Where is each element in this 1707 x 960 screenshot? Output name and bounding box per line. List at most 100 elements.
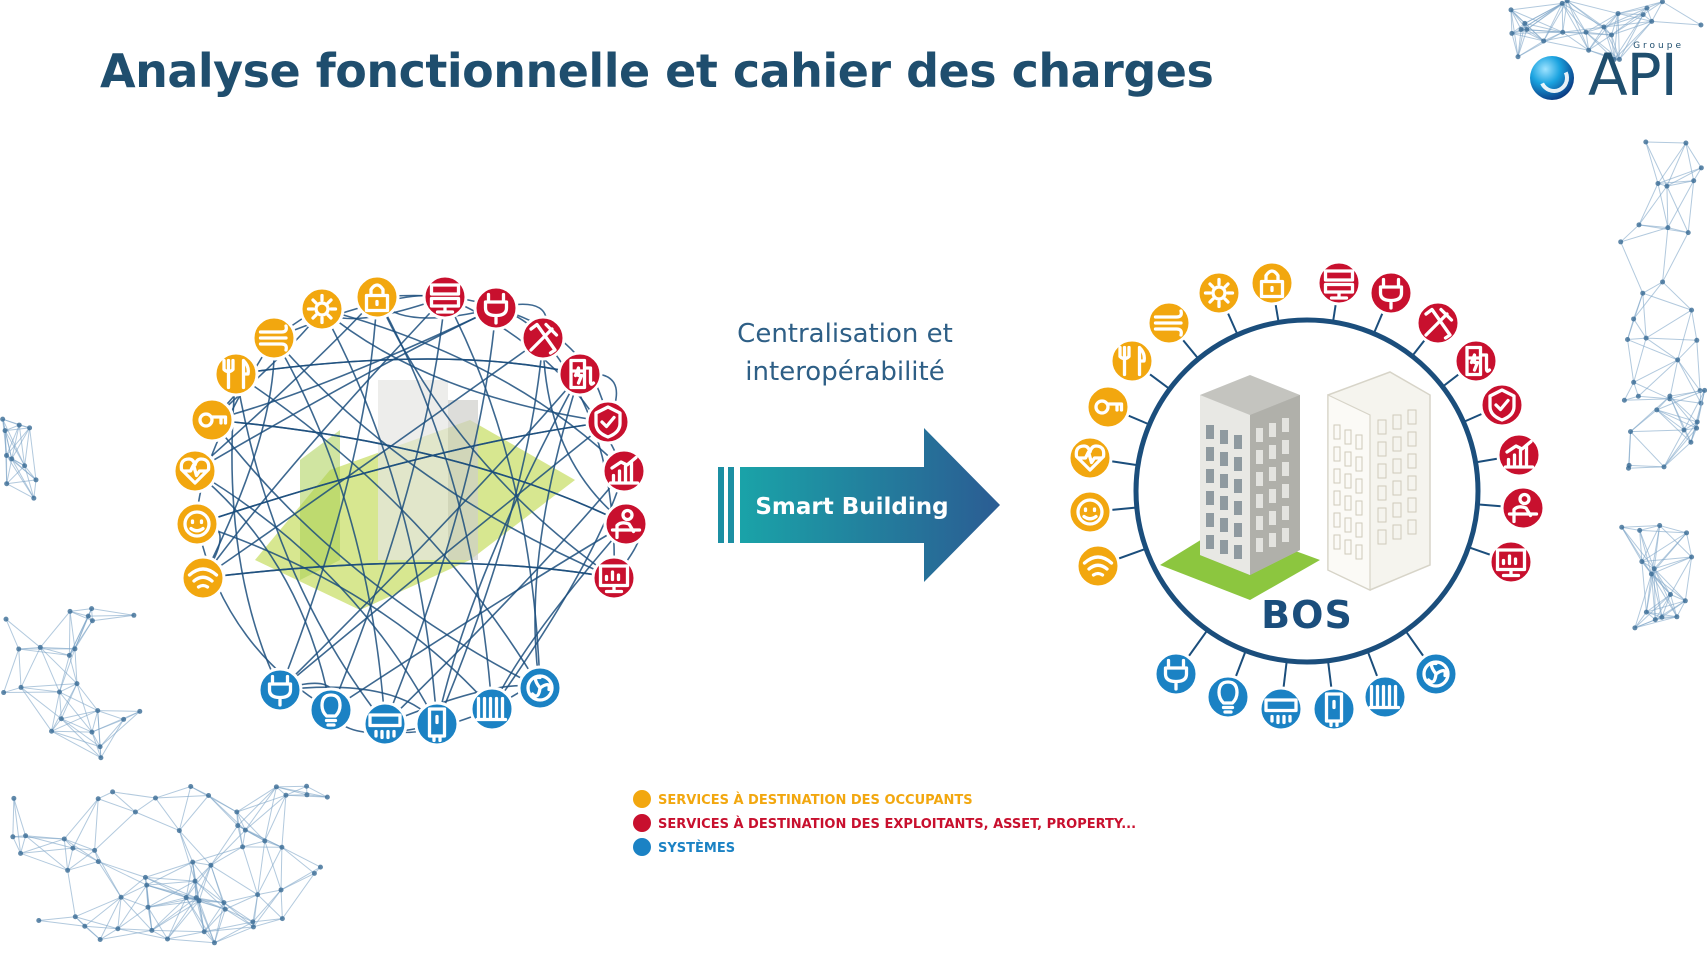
- ev-charger-icon: [557, 351, 603, 397]
- lock-icon: [1249, 260, 1295, 306]
- restaurant-icon: [1109, 338, 1155, 384]
- radiator-icon: [1362, 674, 1408, 720]
- legend-item-systemes: SYSTÈMES: [633, 838, 735, 856]
- wifi-icon-glyph: [187, 567, 219, 589]
- heart-rate-icon: [172, 448, 218, 494]
- right-bos-hub: BOS: [1067, 260, 1546, 732]
- server-icon: [422, 274, 468, 320]
- lock-icon: [354, 274, 400, 320]
- radiator-icon-glyph: [1368, 684, 1401, 710]
- ev-charger-icon-glyph: [1465, 345, 1492, 377]
- worker-icon: [603, 501, 649, 547]
- legend-item-occupants: SERVICES À DESTINATION DES OCCUPANTS: [633, 790, 973, 808]
- smart-building-arrow: Smart Building: [718, 428, 1000, 582]
- caption-line2: interopérabilité: [745, 357, 944, 387]
- key-icon: [1085, 384, 1131, 430]
- plug-icon-glyph: [1163, 658, 1189, 691]
- monitor-icon-glyph: [1495, 548, 1527, 578]
- legend-label-occupants: SERVICES À DESTINATION DES OCCUPANTS: [658, 792, 973, 808]
- bos-label: BOS: [1261, 593, 1353, 637]
- chart-icon: [1496, 432, 1542, 478]
- fan-icon-glyph: [1422, 660, 1450, 688]
- worker-icon-glyph: [610, 508, 642, 540]
- ev-charger-icon-glyph: [569, 358, 596, 390]
- groupe-api-logo: Groupe API: [1522, 36, 1692, 116]
- tools-icon: [1415, 300, 1461, 346]
- wifi-icon-glyph: [1082, 555, 1114, 577]
- shield-icon-glyph: [1488, 388, 1516, 422]
- bulb-icon-glyph: [1217, 680, 1239, 714]
- heart-rate-icon-glyph: [1074, 444, 1106, 472]
- logo-name: API: [1588, 41, 1678, 109]
- server-icon-glyph: [1323, 269, 1355, 300]
- plug-icon: [473, 285, 519, 331]
- face-icon: [174, 501, 220, 547]
- caption-line1: Centralisation et: [737, 319, 953, 349]
- page-title: Analyse fonctionnelle et cahier des char…: [100, 44, 1214, 98]
- bulb-icon: [308, 687, 354, 733]
- chart-icon-glyph: [1503, 439, 1535, 469]
- tools-icon: [520, 315, 566, 361]
- logo-groupe-text: Groupe: [1633, 41, 1684, 51]
- water-heater-icon: [1311, 686, 1357, 732]
- air-conditioner-icon: [1258, 686, 1304, 732]
- shield-icon: [1479, 382, 1525, 428]
- worker-icon: [1500, 485, 1546, 531]
- legend-label-exploitants: SERVICES À DESTINATION DES EXPLOITANTS, …: [658, 816, 1136, 832]
- bulb-icon-glyph: [320, 693, 342, 727]
- plug-icon-glyph: [1378, 277, 1404, 310]
- bulb-icon: [1205, 674, 1251, 720]
- monitor-icon: [591, 555, 637, 601]
- tools-icon-glyph: [1424, 307, 1454, 340]
- lock-icon-glyph: [364, 283, 390, 313]
- legend-item-exploitants: SERVICES À DESTINATION DES EXPLOITANTS, …: [633, 814, 1136, 832]
- plug-icon-glyph: [267, 674, 293, 707]
- air-flow-icon: [251, 315, 297, 361]
- gear-icon-glyph: [1203, 277, 1235, 309]
- water-heater-icon-glyph: [1324, 692, 1344, 728]
- left-icon-ring: [172, 274, 649, 747]
- worker-icon-glyph: [1507, 492, 1539, 524]
- shield-icon: [585, 399, 631, 445]
- heart-rate-icon: [1067, 435, 1113, 481]
- restaurant-icon: [213, 351, 259, 397]
- right-icon-ring: [1067, 260, 1546, 732]
- radiator-icon-glyph: [475, 696, 508, 722]
- building-windows: [1206, 409, 1417, 560]
- lock-icon-glyph: [1259, 269, 1285, 299]
- gear-icon: [299, 286, 345, 332]
- arrow-label: Smart Building: [755, 494, 948, 520]
- air-conditioner-icon-glyph: [1264, 698, 1298, 725]
- chart-icon: [601, 448, 647, 494]
- gear-icon: [1196, 270, 1242, 316]
- restaurant-icon-glyph: [1118, 345, 1146, 377]
- wifi-icon: [180, 555, 226, 601]
- plug-icon: [1368, 270, 1414, 316]
- shield-icon-glyph: [594, 405, 622, 439]
- legend: SERVICES À DESTINATION DES OCCUPANTS SER…: [633, 790, 1136, 856]
- plug-icon: [257, 667, 303, 713]
- air-flow-icon-glyph: [1153, 309, 1183, 337]
- fan-icon: [1413, 651, 1459, 697]
- left-network: [172, 274, 649, 747]
- legend-label-systemes: SYSTÈMES: [658, 840, 735, 856]
- wifi-icon: [1075, 543, 1121, 589]
- fan-icon-glyph: [526, 674, 554, 702]
- server-icon: [1316, 260, 1362, 306]
- ev-charger-icon: [1453, 338, 1499, 384]
- gear-icon-glyph: [306, 293, 338, 325]
- plug-icon: [1153, 651, 1199, 697]
- bos-buildings: [1160, 371, 1431, 600]
- face-icon: [1067, 489, 1113, 535]
- key-icon-glyph: [1094, 399, 1124, 415]
- face-icon-glyph: [1076, 498, 1104, 526]
- water-heater-icon: [414, 701, 460, 747]
- air-flow-icon-glyph: [258, 324, 288, 352]
- restaurant-icon-glyph: [222, 358, 250, 390]
- logo-globe-icon: [1530, 56, 1574, 100]
- air-conditioner-icon-glyph: [368, 713, 402, 740]
- tools-icon-glyph: [529, 322, 559, 355]
